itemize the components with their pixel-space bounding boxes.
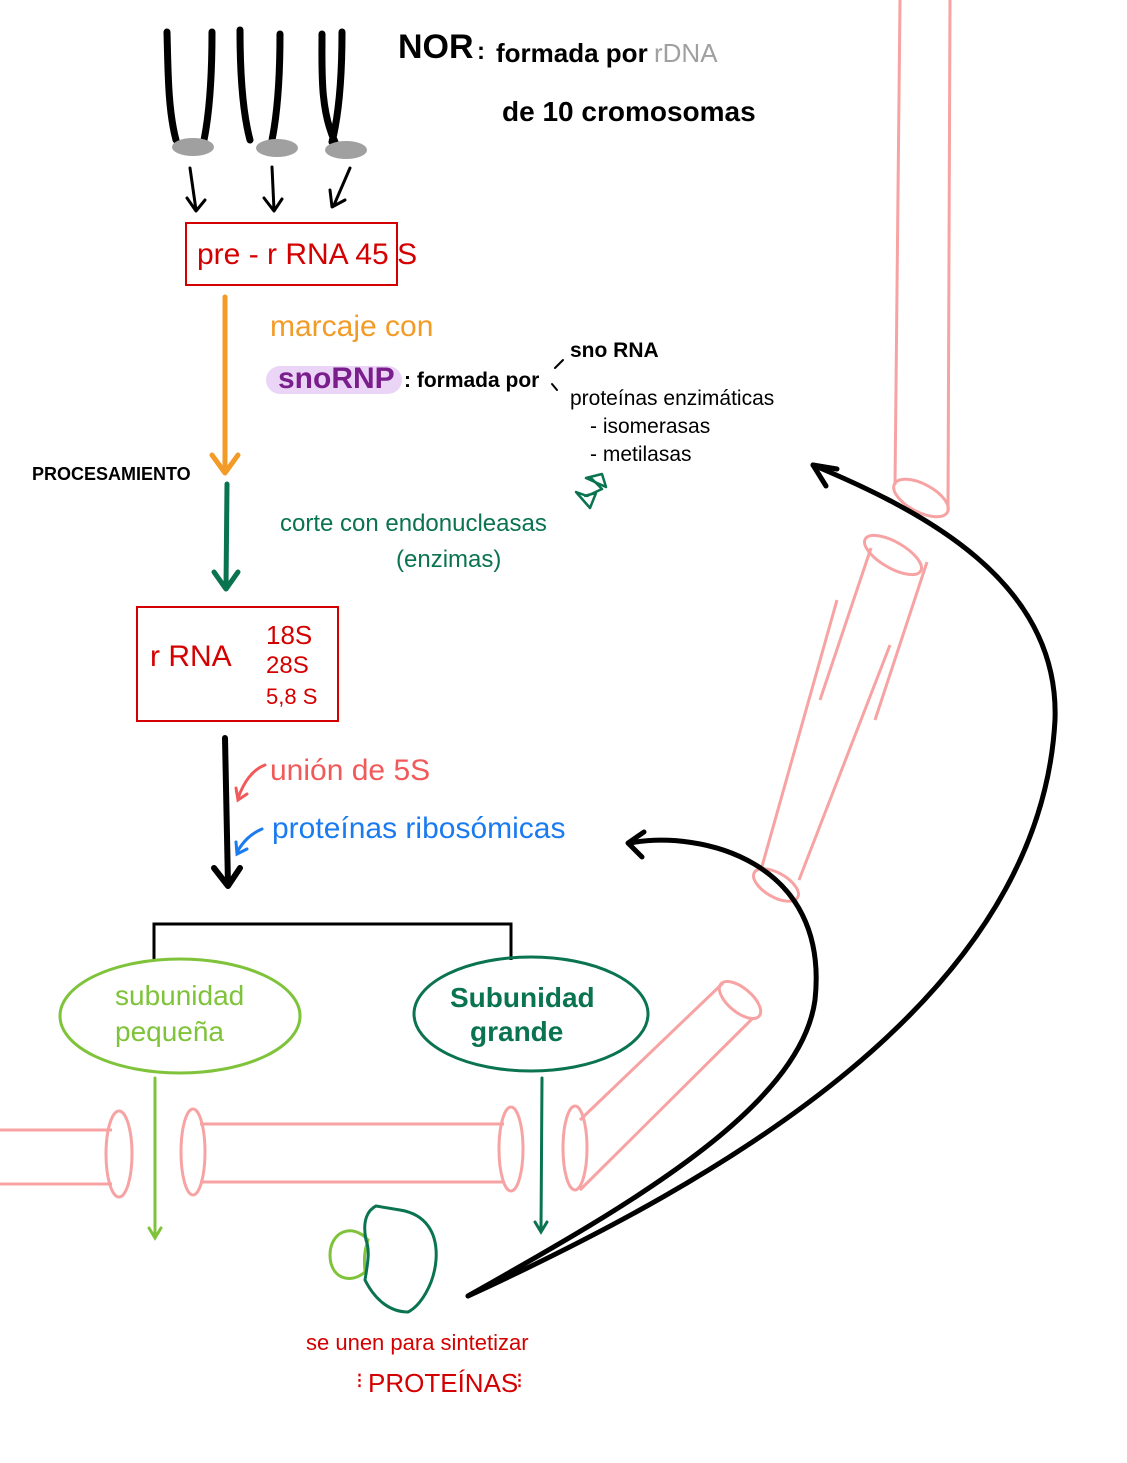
chromosome-2: [236, 26, 284, 144]
small-subunit-arrow: [147, 1076, 163, 1241]
snornp-desc: : formada por: [404, 369, 540, 392]
arrow-3: [328, 166, 352, 209]
rrna-label: r RNA: [150, 640, 232, 673]
union-label: unión de 5S: [270, 754, 431, 787]
nor-region-1: [172, 138, 214, 156]
ribosome-large: [363, 1204, 438, 1314]
chromosome-arrows: [185, 165, 352, 213]
outline-arrow: [574, 472, 608, 510]
sparkle-left-icon: ⁝: [356, 1368, 363, 1393]
nor-desc: formada por: [496, 38, 648, 68]
nor-rdna: rDNA: [654, 38, 718, 68]
nor-region-2: [256, 139, 298, 157]
proteinas-ribosomicas-label: proteínas ribosómicas: [272, 812, 566, 845]
nor-regions: [172, 138, 367, 159]
subunidad-grande-ellipse: [412, 955, 650, 1073]
proteinas-enzimaticas-label: proteínas enzimáticas: [570, 387, 775, 410]
nor-line2: de 10 cromosomas: [502, 96, 756, 127]
snorna-label: sno RNA: [570, 339, 659, 362]
pre-rrna-box: pre - r RNA 45 S: [185, 222, 417, 286]
subunidad-grande-line1: Subunidad: [450, 982, 595, 1013]
metilasas-label: - metilasas: [590, 443, 692, 466]
curved-arrow-head-2: [810, 462, 840, 489]
final-line1: se unen para sintetizar: [306, 1330, 529, 1355]
corte-line1: corte con endonucleasas: [280, 510, 547, 537]
er-tube-middle: [200, 1122, 504, 1184]
subunidad-pequena-line2: pequeña: [115, 1016, 225, 1047]
union-arrow: [234, 763, 267, 803]
orange-arrow: [209, 294, 241, 476]
large-subunit-arrow: [533, 1076, 549, 1235]
snornp-label: snoRNP: [278, 362, 395, 395]
nor-region-3: [325, 141, 367, 159]
er-tube-vertical: [893, 0, 952, 511]
bracket: [152, 922, 513, 960]
marcaje-label: marcaje con: [270, 310, 434, 343]
nor-colon: :: [477, 38, 485, 65]
chromosome-3: [318, 28, 346, 146]
subunidad-grande-line2: grande: [470, 1016, 564, 1047]
pre-rrna-label: pre - r RNA 45 S: [197, 238, 418, 271]
rrna-box: r RNA 18S 28S 5,8 S: [136, 606, 339, 722]
chromosome-1: [163, 28, 216, 144]
rrna-type-28s: 28S: [266, 652, 309, 679]
subunidad-pequena-line1: subunidad: [115, 980, 245, 1011]
er-tubes: [0, 0, 952, 1199]
procesamiento-label: PROCESAMIENTO: [32, 464, 191, 484]
chromosomes: [163, 26, 346, 146]
corte-line2: (enzimas): [396, 546, 502, 573]
er-tube-left: [0, 1128, 112, 1186]
ribosome-small: [328, 1229, 370, 1280]
er-tube-diagonal-lower: [578, 981, 755, 1192]
ribosome: [328, 1204, 438, 1314]
nor-label: NOR: [398, 28, 474, 66]
rrna-type-18s: 18S: [266, 620, 313, 650]
branch-lines: [551, 359, 564, 391]
curved-arrow-to-proteinas: [465, 837, 819, 1299]
rrna-type-58s: 5,8 S: [266, 684, 318, 709]
er-tube-diagonal-upper: [759, 599, 892, 881]
sparkle-right-icon: ⁝: [516, 1368, 523, 1393]
black-arrow: [211, 735, 243, 889]
proteinas-arrow: [234, 827, 264, 857]
curved-arrows: [465, 462, 1058, 1299]
isomerasas-label: - isomerasas: [590, 415, 711, 438]
arrow-1: [185, 166, 207, 213]
curved-arrow-head-1: [625, 829, 647, 860]
final-line2: PROTEÍNAS: [368, 1368, 519, 1398]
curved-arrow-to-enzimas: [465, 462, 1058, 1299]
green-arrow: [211, 481, 241, 592]
subunidad-pequena-ellipse: [58, 957, 302, 1075]
snornp-highlight: [266, 366, 402, 394]
arrow-2: [262, 165, 284, 213]
